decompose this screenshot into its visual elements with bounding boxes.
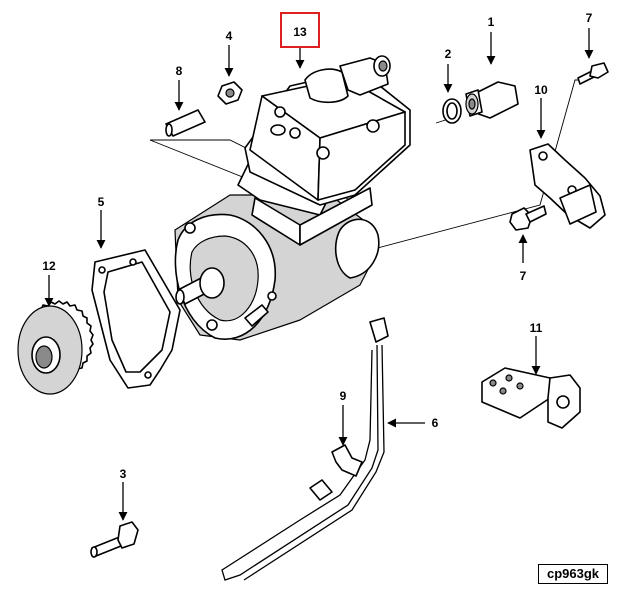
callout-10: 10 bbox=[534, 83, 548, 97]
tube-part-6 bbox=[221, 317, 389, 581]
callout-2: 2 bbox=[445, 47, 452, 61]
callout-13: 13 bbox=[293, 25, 307, 39]
highlight-box bbox=[280, 12, 320, 48]
air-compressor-part-13 bbox=[174, 55, 411, 341]
callout-6: 6 bbox=[432, 416, 439, 430]
callout-3: 3 bbox=[120, 467, 127, 481]
callout-12: 12 bbox=[42, 259, 56, 273]
bolt-part-3 bbox=[90, 521, 139, 558]
gasket-part-5 bbox=[91, 249, 181, 389]
bolt-part-7-lower bbox=[509, 205, 547, 231]
bolt-part-7-top bbox=[577, 62, 609, 85]
nut-part-4 bbox=[217, 81, 243, 105]
callout-11: 11 bbox=[530, 321, 543, 335]
elbow-part-9 bbox=[331, 444, 363, 477]
gear-part-12 bbox=[17, 300, 94, 395]
callout-8: 8 bbox=[176, 64, 183, 78]
callout-9: 9 bbox=[340, 389, 347, 403]
callout-4: 4 bbox=[226, 29, 233, 43]
callout-7-top: 7 bbox=[586, 11, 593, 25]
leader-arrows bbox=[44, 28, 594, 521]
callout-7-lower: 7 bbox=[520, 269, 527, 283]
reference-code-label: cp963gk bbox=[538, 564, 608, 584]
pin-part-8 bbox=[165, 109, 206, 137]
callout-1: 1 bbox=[488, 15, 495, 29]
callout-5: 5 bbox=[98, 195, 105, 209]
o-ring-part-2 bbox=[442, 98, 462, 124]
connector-part-1 bbox=[465, 81, 519, 119]
bracket-part-10 bbox=[529, 143, 606, 229]
clamp-part-11 bbox=[481, 367, 581, 429]
